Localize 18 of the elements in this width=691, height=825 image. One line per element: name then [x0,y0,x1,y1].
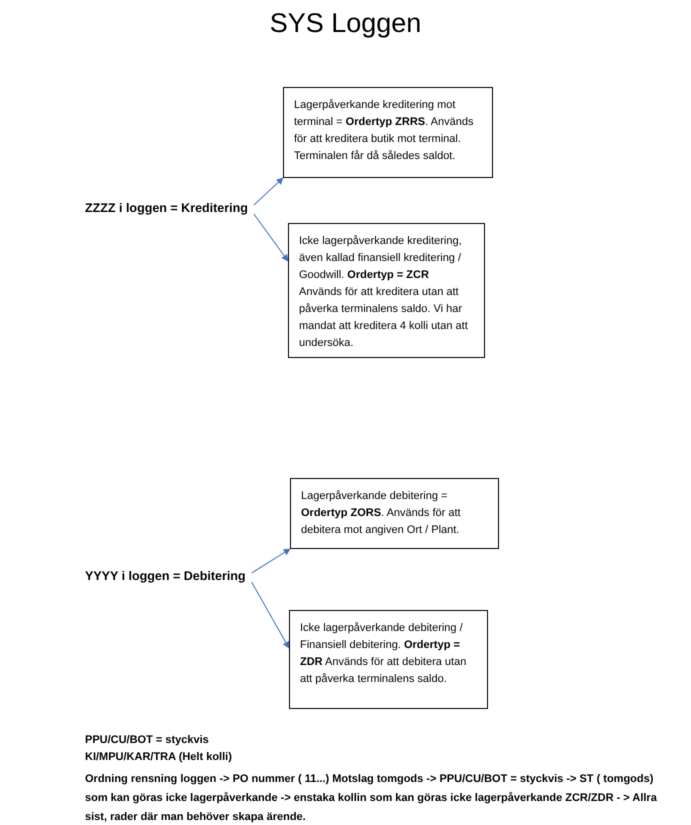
title: SYS Loggen [268,8,422,39]
description-box [288,223,485,358]
arrow [251,582,290,649]
note-text: KI/MPU/KAR/TRA (Helt kolli) [85,750,233,765]
description-box [290,478,499,549]
description-text: Icke lagerpåverkande debitering / Finansiell debitering. Ordertyp = ZDR Används för att debitera utan att påverka terminalens saldo. [300,621,468,687]
note-text: PPU/CU/BOT = styckvis [85,733,210,748]
description-text: Lagerpåverkande kreditering mot terminal = Ordertyp ZRRS. Används för att kreditera butik mot terminal. Terminalen får då således saldot. [294,98,474,164]
arrow [251,548,291,574]
category-label: YYYY i loggen = Debitering [85,569,246,583]
description-text: Lagerpåverkande debitering = Ordertyp ZORS. Används för att debitera mot angiven Ort / Plant. [301,489,462,538]
description-box [283,87,493,178]
description-box [289,610,488,709]
arrow [253,178,284,206]
description-text: Icke lagerpåverkande kreditering, även kallad finansiell kreditering / Goodwill. Ordertyp = ZCR Används för att kreditera utan att påverka terminalens saldo. Vi har mandat att kreditera 4 kolli utan att undersöka. [299,234,469,351]
note-paragraph: Ordning rensning loggen -> PO nummer ( 11...) Motslag tomgods -> PPU/CU/BOT = styckvis -> ST ( tomgods) som kan göras icke lagerpåverkande -> enstaka kollin som kan göras icke lagerpåverkande ZCR/ZDR - > Allra sist, rader där man behöver skapa ärende. [85,772,658,825]
arrow [253,214,288,262]
category-label: ZZZZ i loggen = Kreditering [85,201,248,215]
